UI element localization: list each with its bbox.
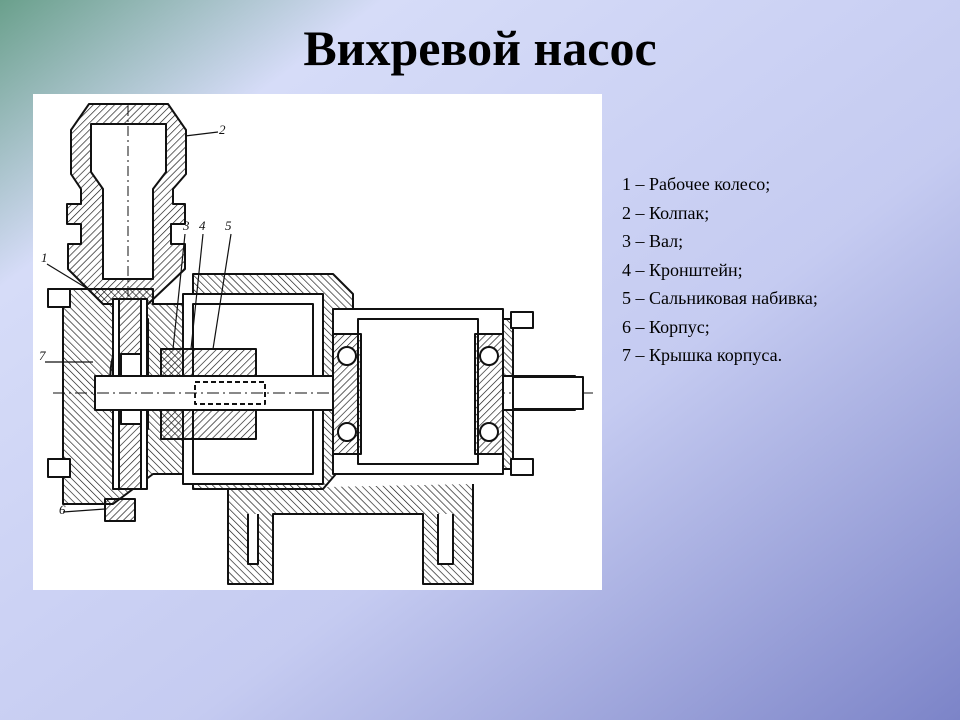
- legend-text: Рабочее колесо;: [649, 174, 771, 194]
- legend-separator: –: [631, 288, 649, 308]
- vortex-pump-cross-section: 2 1 3 4 5 7 6: [39, 103, 593, 585]
- legend-separator: –: [631, 259, 649, 280]
- legend-text: Кронштейн;: [649, 259, 743, 280]
- legend-item: 3 – Вал;: [622, 227, 818, 256]
- svg-text:7: 7: [39, 348, 46, 363]
- drain-plug: [104, 498, 136, 522]
- legend-number: 1: [622, 174, 631, 194]
- legend-text: Сальниковая набивка;: [649, 288, 818, 308]
- legend-separator: –: [631, 174, 649, 194]
- legend-number: 6: [622, 316, 631, 337]
- legend-separator: –: [631, 202, 649, 223]
- legend-item: 5 – Сальниковая набивка;: [622, 284, 818, 313]
- legend-separator: –: [631, 231, 649, 251]
- legend-number: 3: [622, 231, 631, 251]
- svg-text:6: 6: [59, 502, 66, 517]
- pump-drawing-panel: 2 1 3 4 5 7 6: [33, 94, 602, 590]
- svg-text:5: 5: [225, 218, 232, 233]
- legend-text: Корпус;: [649, 316, 710, 337]
- legend-number: 7: [622, 345, 631, 365]
- shaft-end: [512, 376, 584, 410]
- legend-item: 6 – Корпус;: [622, 313, 818, 342]
- legend-text: Вал;: [649, 231, 684, 251]
- legend-text: Колпак;: [649, 202, 710, 223]
- svg-text:1: 1: [41, 250, 48, 265]
- legend-item: 4 – Кронштейн;: [622, 256, 818, 285]
- legend-item: 7 – Крышка корпуса.: [622, 341, 818, 370]
- legend-number: 5: [622, 288, 631, 308]
- support-foot: [227, 484, 474, 585]
- legend-text: Крышка корпуса.: [649, 345, 783, 365]
- svg-text:3: 3: [182, 218, 190, 233]
- svg-text:4: 4: [199, 218, 206, 233]
- svg-text:2: 2: [219, 122, 226, 137]
- slide-title: Вихревой насос: [303, 20, 657, 76]
- legend-item: 2 – Колпак;: [622, 199, 818, 228]
- legend-item: 1 – Рабочее колесо;: [622, 170, 818, 199]
- legend-number: 2: [622, 202, 631, 223]
- legend-separator: –: [631, 316, 649, 337]
- legend-number: 4: [622, 259, 631, 280]
- callout-legend: 1 – Рабочее колесо; 2 – Колпак; 3 – Вал;…: [622, 170, 818, 370]
- legend-separator: –: [631, 345, 649, 365]
